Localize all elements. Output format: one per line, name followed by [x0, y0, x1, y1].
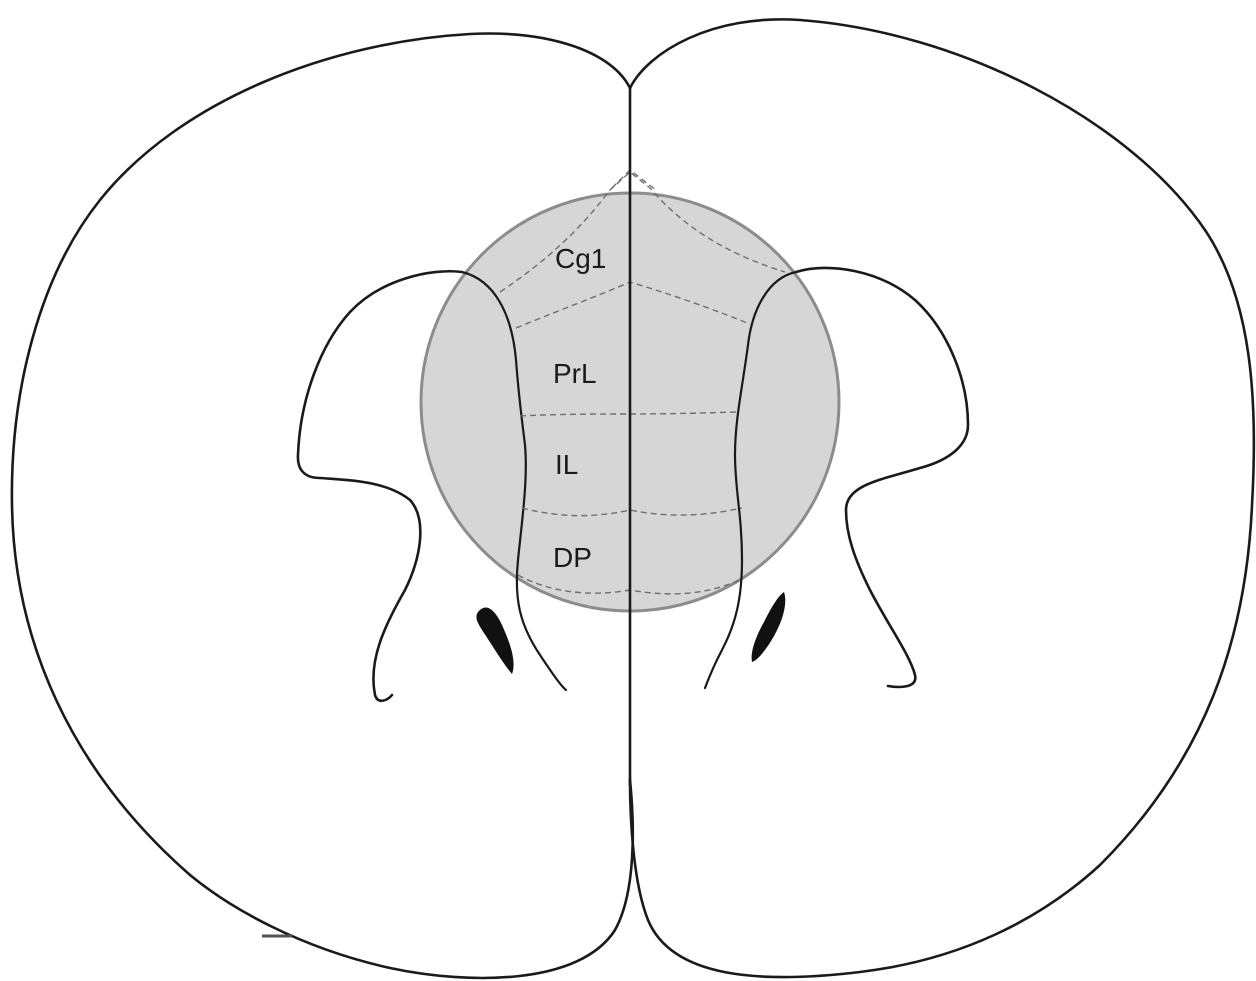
label-dp: DP: [553, 542, 592, 573]
left-ventricle: [476, 608, 513, 674]
right-ventricle: [752, 592, 786, 662]
label-il: IL: [555, 449, 578, 480]
label-prl: PrL: [553, 358, 597, 389]
label-cg1: Cg1: [555, 243, 606, 274]
